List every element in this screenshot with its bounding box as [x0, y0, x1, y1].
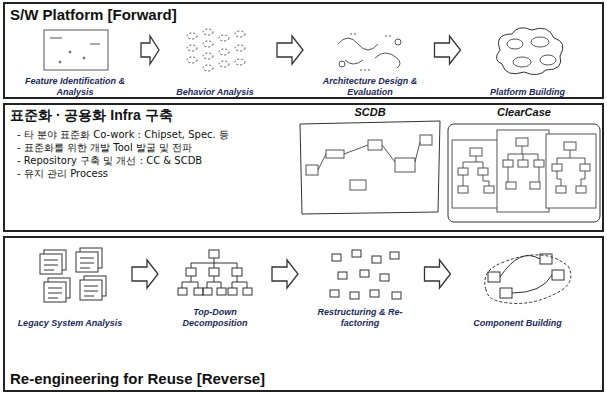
panel-title: 표준화 · 공용화 Infra 구축 — [10, 107, 173, 125]
step-caption: Top-Down Decomposition — [165, 307, 265, 328]
step-caption: Behavior Analysis — [165, 87, 265, 97]
feature-sketch — [44, 30, 108, 70]
process-step: Behavior Analysis — [165, 24, 265, 97]
scdb-repository — [300, 121, 440, 214]
step-caption: Architecture Design & Evaluation — [315, 76, 425, 97]
step-caption: Platform Building — [470, 87, 585, 97]
process-step: Component Building — [460, 246, 575, 328]
block-arrow — [141, 36, 159, 64]
step-caption: Legacy System Analysis — [15, 318, 125, 328]
step-caption: Component Building — [460, 318, 575, 328]
legacy-documents — [40, 248, 106, 302]
decomposition-tree — [178, 250, 252, 295]
box-heading: SCDB — [300, 106, 440, 118]
bullet-item: - Repository 구축 및 개선 : CC & SCDB — [17, 155, 202, 167]
process-step: Architecture Design & Evaluation — [315, 24, 425, 97]
block-arrow — [277, 36, 303, 64]
process-step: Top-Down Decomposition — [165, 246, 265, 328]
panel-title: Re-engineering for Reuse [Reverse] — [10, 370, 265, 387]
restructured-squares — [330, 250, 401, 299]
process-step: Restructuring & Re-factoring — [305, 246, 415, 328]
forward-panel: S/W Platform [Forward] Feature Identifica… — [3, 2, 604, 99]
platform-cloud — [496, 28, 562, 75]
architecture-sketch — [338, 34, 401, 70]
step-caption: Restructuring & Re-factoring — [305, 307, 415, 328]
panel-title: S/W Platform [Forward] — [10, 6, 177, 23]
process-step: Feature Identification & Analysis — [15, 24, 135, 97]
repository-box: SCDB — [300, 106, 440, 214]
component-links — [485, 254, 571, 304]
reverse-panel: Re-engineering for Reuse [Reverse] Legacy… — [3, 236, 604, 392]
block-arrow — [435, 36, 461, 64]
bullet-item: - 타 분야 표준화 Co-work : Chipset, Spec. 등 — [17, 129, 229, 141]
block-arrow — [132, 260, 158, 288]
process-step: Platform Building — [470, 24, 585, 97]
infra-panel: 표준화 · 공용화 Infra 구축 - 타 분야 표준화 Co-work : C… — [3, 103, 604, 232]
box-heading: ClearCase — [448, 106, 600, 118]
bullet-item: - 표준화를 위한 개발 Tool 발굴 및 전파 — [17, 142, 192, 154]
bullet-item: - 유지 관리 Process — [17, 168, 108, 180]
block-arrow — [425, 260, 451, 288]
clearcase-repository — [448, 124, 600, 222]
step-caption: Feature Identification & Analysis — [15, 76, 135, 97]
repository-box: ClearCase — [448, 106, 600, 224]
behavior-sketch — [187, 29, 245, 71]
block-arrow — [272, 260, 298, 288]
process-step: Legacy System Analysis — [15, 246, 125, 328]
